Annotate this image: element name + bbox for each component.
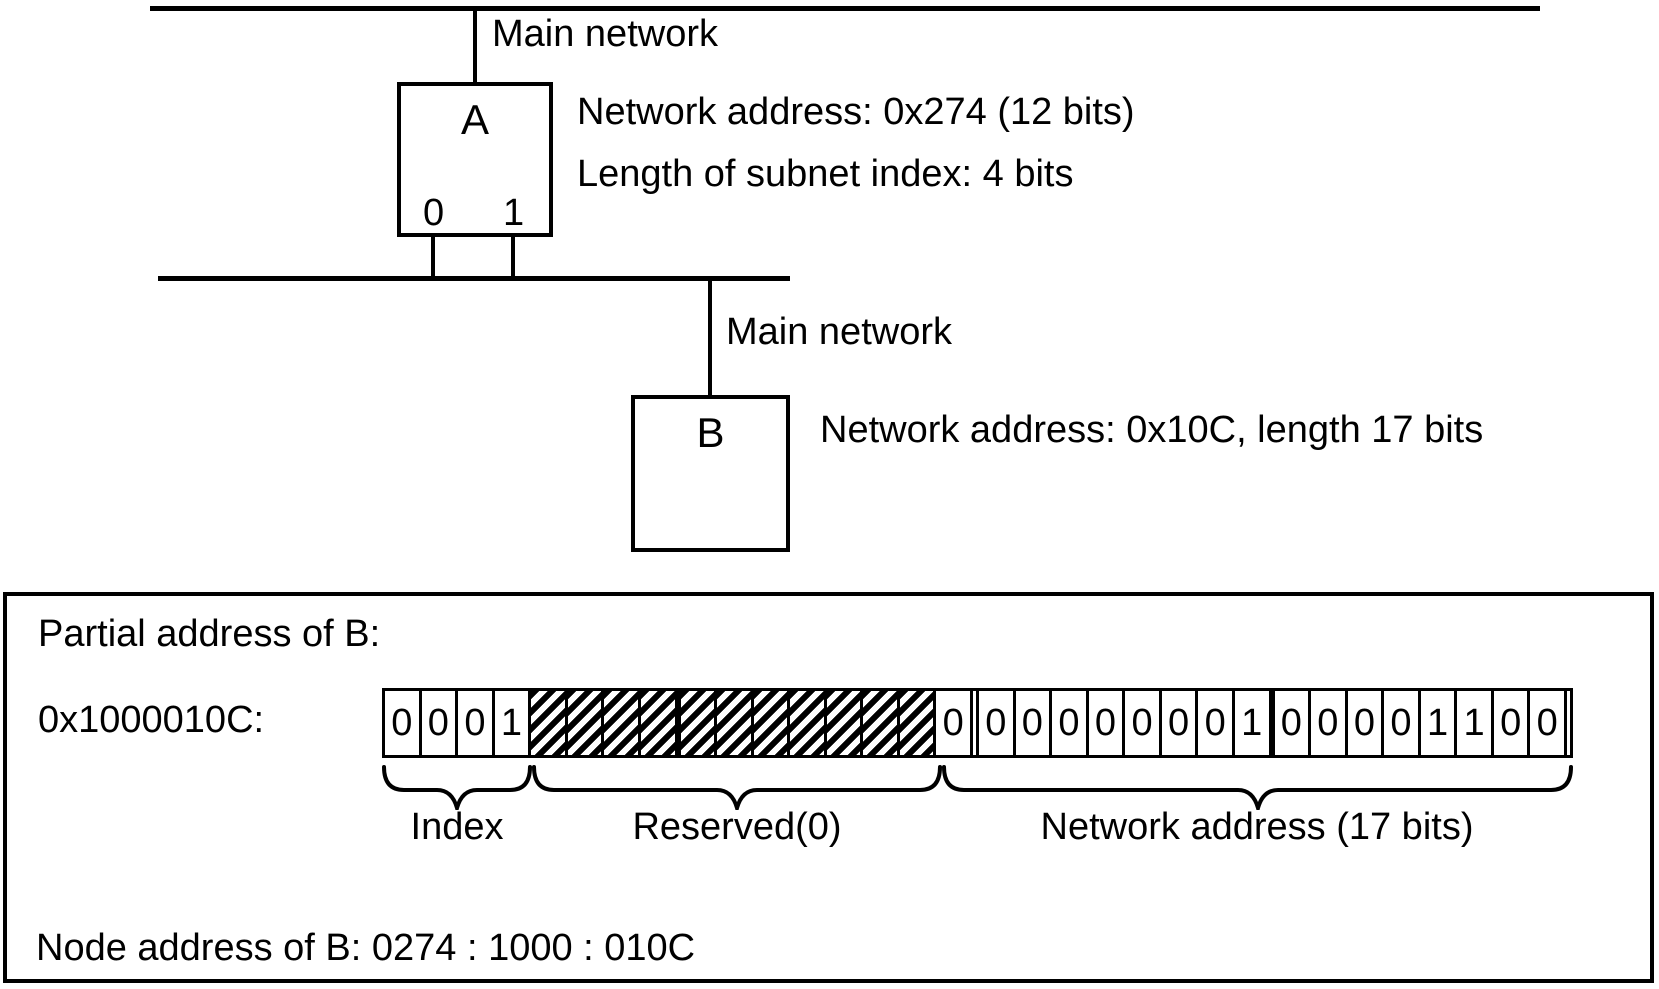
network-brace — [942, 765, 1573, 810]
bit-cell: 0 — [1384, 691, 1421, 755]
bit-cell: 1 — [1420, 691, 1458, 755]
bit-cell: 1 — [1457, 691, 1494, 755]
main-bus-line — [150, 6, 1540, 11]
reserved-group-label: Reserved(0) — [632, 806, 842, 848]
main-bus-label: Main network — [492, 13, 718, 55]
reserved-bit-cell — [531, 691, 568, 755]
router-a-name: A — [460, 96, 489, 143]
bit-cell: 0 — [1493, 691, 1531, 755]
router-a-uplink-line — [473, 9, 477, 82]
bitfield-row: 0 0 0 1 0 0 0 0 0 0 0 0 1 0 0 0 0 1 1 0 … — [382, 688, 1573, 758]
router-a-box: A 0 1 — [397, 82, 553, 237]
router-b-info-1: Network address: 0x10C, length 17 bits — [820, 409, 1484, 451]
bit-cell: 0 — [1052, 691, 1089, 755]
reserved-bit-cell — [640, 691, 681, 755]
reserved-bit-cell — [753, 691, 791, 755]
router-b-name: B — [696, 409, 725, 456]
address-hex-label: 0x1000010C: — [38, 699, 265, 741]
reserved-bit-cell — [826, 691, 864, 755]
partial-address-panel: Partial address of B: 0x1000010C: 0 0 0 … — [3, 592, 1654, 983]
router-a-port1-link-line — [511, 237, 515, 278]
bit-cell: 0 — [1161, 691, 1199, 755]
bit-cell: 1 — [494, 691, 532, 755]
bit-cell: 0 — [1015, 691, 1053, 755]
bit-cell: 0 — [385, 691, 422, 755]
reserved-bit-cell — [680, 691, 718, 755]
router-b-box: B — [631, 395, 790, 552]
bit-cell: 0 — [1198, 691, 1235, 755]
bit-cell: 0 — [1088, 691, 1126, 755]
reserved-bit-cell — [899, 691, 937, 755]
router-a-port-0: 0 — [423, 192, 445, 234]
router-a-port0-link-line — [431, 237, 435, 278]
router-a-port-1: 1 — [503, 192, 525, 234]
bit-cell: 0 — [1311, 691, 1348, 755]
panel-title: Partial address of B: — [38, 613, 381, 655]
subnet-bus-label: Main network — [726, 311, 952, 353]
network-group-label: Network address (17 bits) — [1040, 806, 1474, 848]
bit-cell: 0 — [1347, 691, 1385, 755]
reserved-bit-cell — [863, 691, 900, 755]
bit-cell: 0 — [1530, 691, 1573, 755]
reserved-bit-cell — [790, 691, 827, 755]
subnet-bus-line — [158, 276, 790, 281]
bit-cell: 1 — [1234, 691, 1275, 755]
reserved-bit-cell — [567, 691, 605, 755]
node-address-line: Node address of B: 0274 : 1000 : 010C — [36, 927, 696, 969]
index-group-label: Index — [410, 806, 504, 848]
reserved-brace — [532, 765, 942, 810]
bit-cell: 0 — [421, 691, 459, 755]
router-a-info-2: Length of subnet index: 4 bits — [577, 153, 1074, 195]
bit-cell: 0 — [1125, 691, 1162, 755]
reserved-bit-cell — [604, 691, 641, 755]
bit-cell: 0 — [1274, 691, 1312, 755]
router-b-uplink-line — [708, 281, 712, 395]
bit-cell: 0 — [458, 691, 495, 755]
bit-cell: 0 — [979, 691, 1016, 755]
index-brace — [382, 765, 532, 810]
router-a-info-1: Network address: 0x274 (12 bits) — [577, 91, 1135, 133]
bit-cell: 0 — [936, 691, 979, 755]
reserved-bit-cell — [717, 691, 754, 755]
